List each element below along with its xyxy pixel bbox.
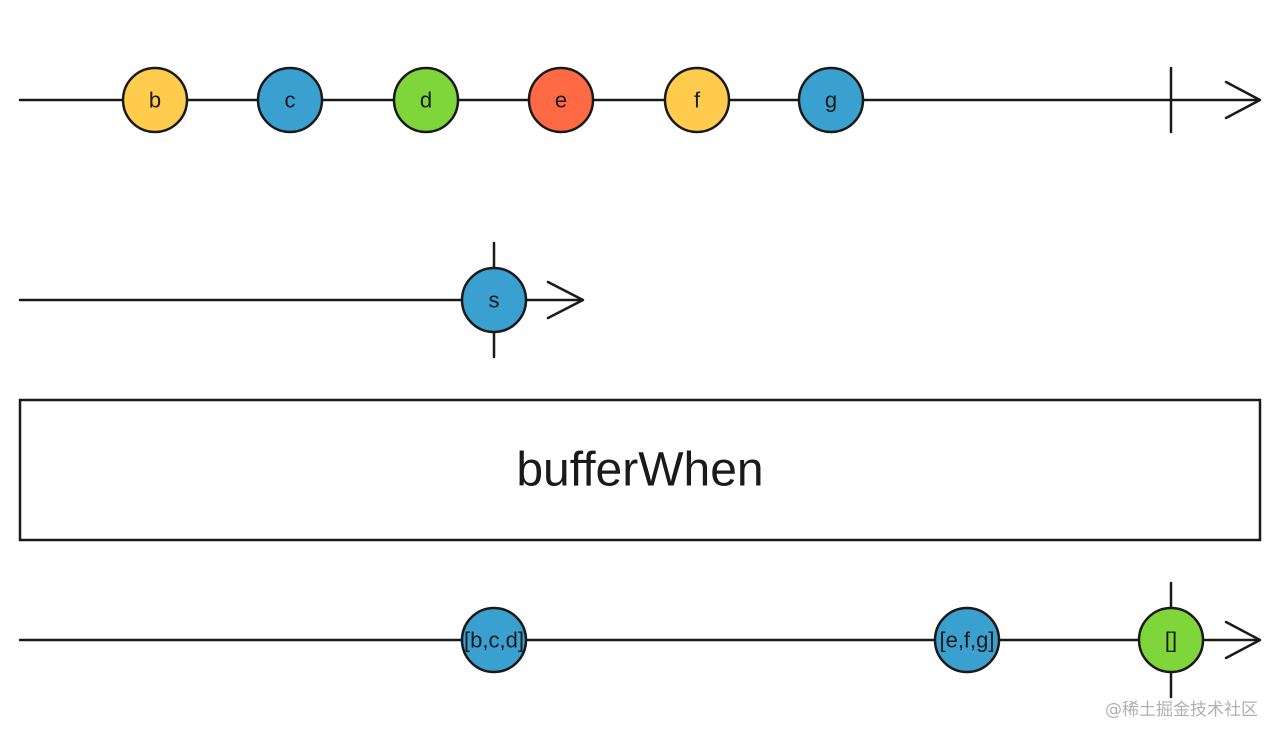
marble: g — [797, 66, 865, 134]
marble-circle — [121, 66, 189, 134]
marble-label: f — [694, 88, 701, 113]
operator-name: bufferWhen — [516, 444, 763, 497]
marble: e — [527, 66, 595, 134]
marble: c — [256, 66, 324, 134]
marble-label: [b,c,d] — [464, 628, 524, 653]
marble-circle — [460, 606, 528, 674]
marble-label: b — [149, 88, 161, 113]
marble-label: g — [825, 88, 837, 113]
marble-circle — [663, 66, 731, 134]
operator-box: bufferWhen — [18, 398, 1262, 542]
marble-circle — [527, 66, 595, 134]
marble-label: c — [285, 88, 296, 113]
marble-label: e — [555, 88, 567, 113]
marble: [e,f,g] — [933, 606, 1001, 674]
marble-circle — [1137, 606, 1205, 674]
marble-circle — [933, 606, 1001, 674]
marble: [] — [1137, 606, 1205, 674]
marble-label: [] — [1165, 628, 1177, 653]
marble-circle — [392, 66, 460, 134]
closing-timeline: s — [18, 241, 585, 359]
marble-label: [e,f,g] — [939, 628, 994, 653]
marble-circle — [797, 66, 865, 134]
marble: f — [663, 66, 731, 134]
watermark: @稀土掘金技术社区 — [1105, 700, 1258, 720]
output-marbles: [b,c,d] [e,f,g] [] — [460, 606, 1205, 674]
source-timeline: b c d e f g — [18, 66, 1262, 134]
source-marbles: b c d e f g — [121, 66, 865, 134]
operator-rect — [18, 398, 1262, 542]
marble-circle — [460, 266, 528, 334]
marble-circle — [256, 66, 324, 134]
marble-label: s — [489, 288, 500, 313]
marble: s — [460, 266, 528, 334]
closing-marbles: s — [460, 266, 528, 334]
marble: [b,c,d] — [460, 606, 528, 674]
marble: d — [392, 66, 460, 134]
closing-arrowhead — [546, 280, 585, 320]
output-arrowhead — [1224, 620, 1262, 660]
marble-label: d — [420, 88, 432, 113]
marble: b — [121, 66, 189, 134]
output-timeline: [b,c,d] [e,f,g] [] — [18, 581, 1262, 699]
source-arrowhead — [1224, 80, 1262, 120]
